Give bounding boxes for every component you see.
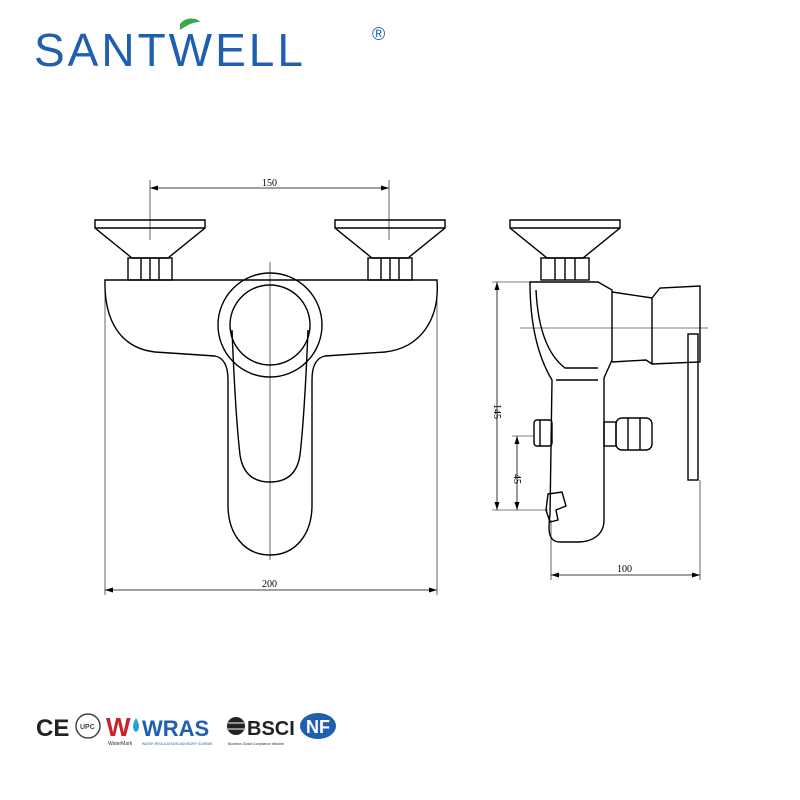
svg-text:Business Social Compliance Ini: Business Social Compliance Initiative — [228, 742, 284, 746]
svg-text:UPC: UPC — [80, 724, 95, 731]
leaf-icon — [180, 18, 200, 30]
brand-name: SANTWELL — [34, 24, 306, 76]
certification-logos: CE UPC W WaterMark WRAS WATER REGULATION… — [36, 712, 336, 747]
registered-mark: ® — [372, 24, 385, 44]
wras-icon: WRAS WATER REGULATIONS ADVISORY SCHEME — [133, 716, 213, 746]
svg-text:WATER REGULATIONS ADVISORY SCH: WATER REGULATIONS ADVISORY SCHEME — [142, 742, 213, 746]
watermark-icon: W WaterMark — [106, 712, 133, 747]
right-handle — [334, 219, 446, 259]
dim-label-200: 200 — [262, 579, 277, 590]
svg-text:W: W — [106, 712, 131, 742]
side-handle — [509, 219, 621, 259]
faucet-body — [104, 279, 438, 556]
svg-text:NF: NF — [306, 717, 330, 737]
dim-label-145: 145 — [491, 404, 502, 419]
dim-label-150: 150 — [262, 178, 277, 189]
svg-text:BSCI: BSCI — [247, 718, 295, 740]
side-rear-housing — [611, 285, 701, 365]
dim-label-45: 45 — [511, 474, 522, 484]
svg-text:WRAS: WRAS — [142, 716, 209, 741]
side-view: 145 45 100 — [491, 219, 708, 580]
upc-icon: UPC — [75, 713, 101, 739]
wall-plate — [687, 333, 699, 481]
ce-mark: CE — [36, 715, 69, 742]
svg-text:WaterMark: WaterMark — [108, 741, 133, 747]
front-view: 150 200 — [94, 178, 446, 595]
bsci-icon: BSCI Business Social Compliance Initiati… — [227, 717, 295, 746]
side-body — [529, 281, 613, 543]
nf-icon: NF — [300, 713, 336, 739]
side-diverter — [533, 419, 553, 447]
side-spout — [545, 491, 567, 523]
side-knob — [603, 421, 617, 447]
dim-label-100: 100 — [617, 564, 632, 575]
santwell-logo: SANTWELL ® — [34, 18, 385, 76]
